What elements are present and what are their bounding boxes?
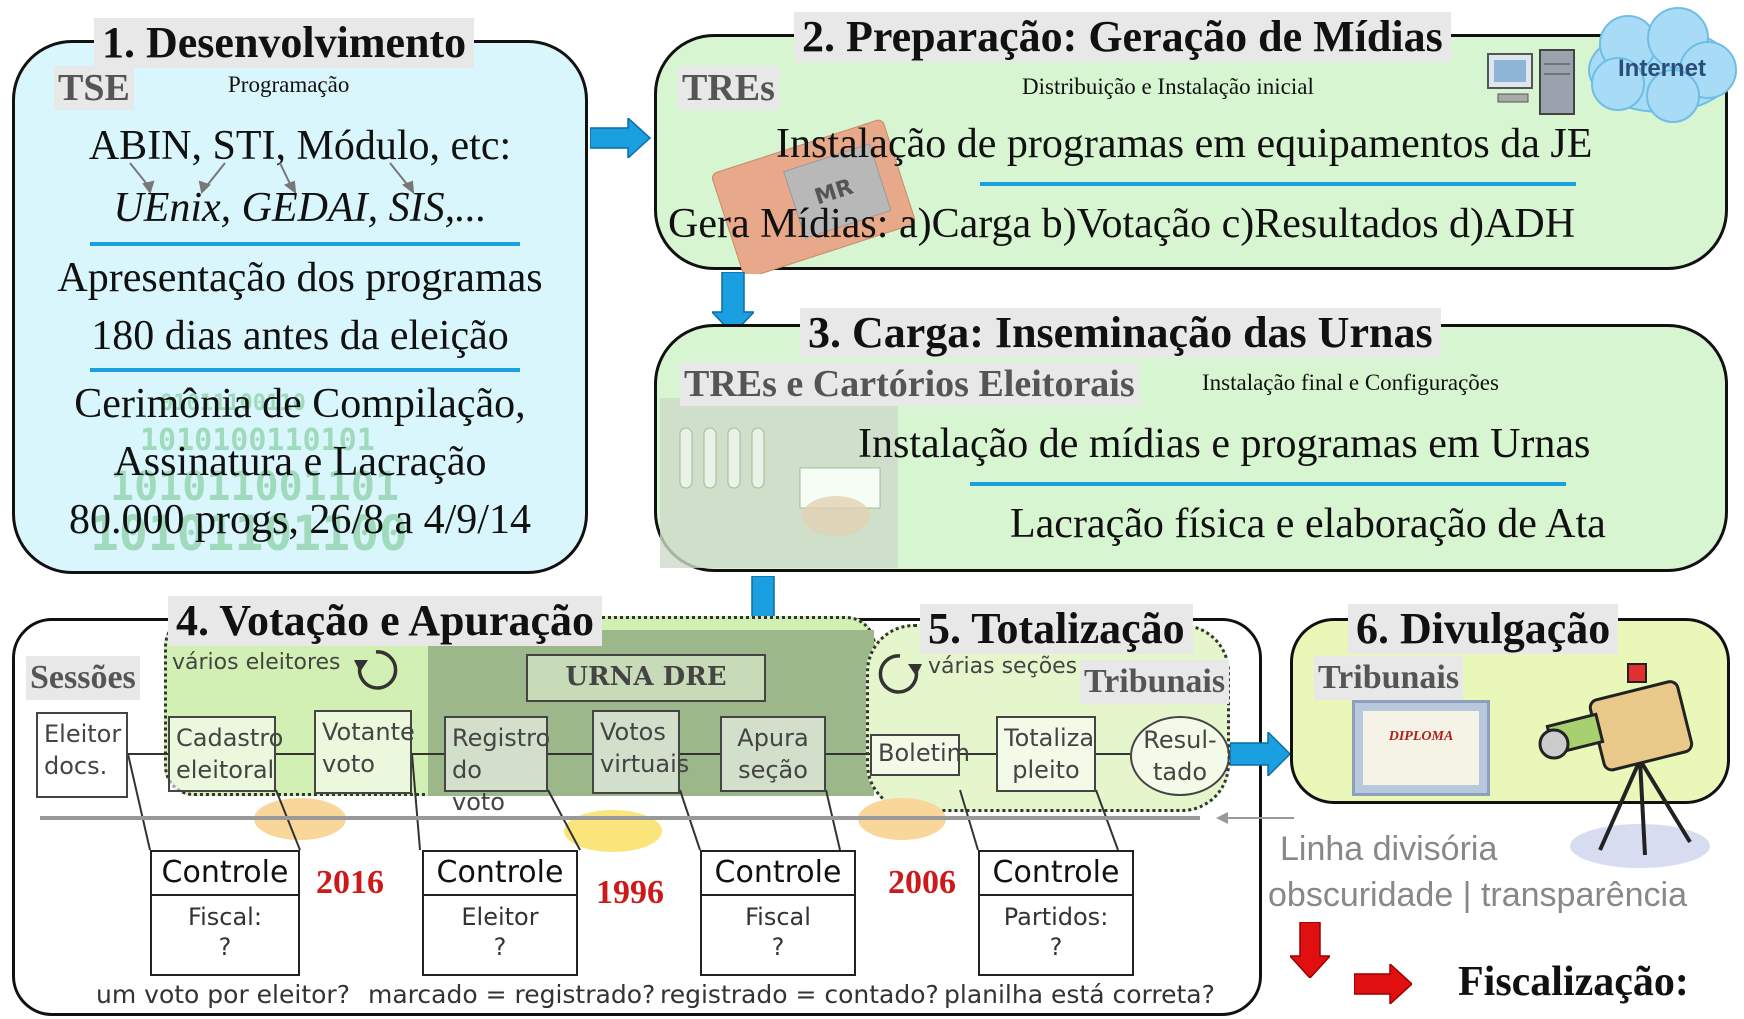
- step3-line2: Lacração física e elaboração de Ata: [1010, 501, 1606, 547]
- arrow-step1-to-step2: [590, 118, 652, 158]
- control-body: Partidos: ?: [1003, 903, 1109, 961]
- control-header: Controle: [424, 852, 576, 896]
- step2-subtitle: Distribuição e Instalação inicial: [1022, 74, 1314, 99]
- step5-many-sections: várias seções: [928, 654, 1078, 679]
- step3-underline: [970, 482, 1566, 486]
- diploma-image: DIPLOMA: [1352, 700, 1490, 796]
- node-vote-register: Registro do voto: [444, 716, 550, 816]
- internet-cloud-icon: Internet: [1578, 4, 1744, 135]
- step2-title: 2. Preparação: Geração de Mídias: [794, 12, 1451, 62]
- step1-arrows: [129, 162, 415, 195]
- camera-icon: [1530, 650, 1720, 875]
- control-box-4: Controle Partidos: ?: [978, 850, 1134, 976]
- sections-cycle-icon: [878, 654, 922, 694]
- step4-org: Sessões: [26, 656, 140, 700]
- control-body: Eleitor ?: [461, 903, 539, 961]
- ballot-box-photo: [660, 398, 898, 568]
- step2-line1: Instalação de programas em equipamentos …: [776, 121, 1593, 167]
- divider-pointer-arrow: [1216, 812, 1294, 824]
- question-4: planilha está correta?: [944, 980, 1215, 1009]
- step1-line2: UEnix, GEDAI, SIS,...: [113, 185, 487, 231]
- control-box-3: Controle Fiscal ?: [700, 850, 856, 976]
- urna-dre-label: URNA DRE: [526, 654, 766, 702]
- svg-text:01011100110: 01011100110: [160, 391, 306, 416]
- step1-title: 1. Desenvolvimento: [94, 18, 475, 68]
- step6-title: 6. Divulgação: [1348, 604, 1619, 654]
- step2-org: TREs: [678, 66, 779, 110]
- node-voter: Eleitor docs.: [36, 712, 128, 798]
- node-bulletin: Boletim: [870, 734, 970, 776]
- svg-text:1010100110101: 1010100110101: [140, 423, 375, 458]
- node-total: Totaliza pleito: [996, 716, 1096, 792]
- step1-underline-1: [90, 242, 520, 246]
- step1-line3: Apresentação dos programas: [57, 255, 543, 301]
- node-voter-registry: Cadastro eleitoral: [168, 716, 283, 792]
- step3-title: 3. Carga: Inseminação das Urnas: [800, 308, 1441, 358]
- step2-line2: Gera Mídias: a)Carga b)Votação c)Resulta…: [668, 201, 1576, 247]
- control-box-2: Controle Eleitor ?: [422, 850, 578, 976]
- arrow-step2-to-step3: [712, 272, 754, 336]
- control-header: Controle: [980, 852, 1132, 896]
- question-1: um voto por eleitor?: [96, 980, 350, 1009]
- control-body: Fiscal: ?: [188, 903, 262, 961]
- step5-org: Tribunais: [1080, 660, 1230, 704]
- oversight-label: Fiscalização:: [1458, 959, 1689, 1005]
- step3-org: TREs e Cartórios Eleitorais: [680, 362, 1139, 406]
- media-card-image: MR: [692, 114, 932, 279]
- internet-label: Internet: [1618, 55, 1706, 82]
- step3-line1: Instalação de mídias e programas em Urna…: [858, 421, 1591, 467]
- year-2016: 2016: [316, 864, 384, 901]
- step1-line1: ABIN, STI, Módulo, etc:: [88, 123, 512, 169]
- svg-text:10101101100: 10101101100: [90, 506, 408, 560]
- control-body: Fiscal ?: [745, 903, 811, 961]
- step1-box: [12, 40, 588, 574]
- svg-text:101011001101: 101011001101: [110, 464, 399, 510]
- step1-line4: 180 dias antes da eleição: [91, 313, 509, 359]
- step1-org: TSE: [54, 66, 134, 110]
- node-result: Resul- tado: [1130, 716, 1230, 796]
- diploma-label: DIPLOMA: [1388, 729, 1454, 744]
- divider-label-2: obscuridade | transparência: [1268, 876, 1687, 914]
- step2-underline: [980, 182, 1576, 186]
- node-virtual-votes: Votos virtuais: [592, 710, 689, 794]
- step3-subtitle: Instalação final e Configurações: [1202, 370, 1499, 395]
- red-down-arrow: [1290, 922, 1330, 978]
- control-box-1: Controle Fiscal: ?: [150, 850, 300, 976]
- node-section-count: Apura seção: [720, 716, 826, 792]
- question-2: marcado = registrado?: [368, 980, 656, 1009]
- step1-subtitle: Programação: [228, 72, 350, 97]
- step5-title: 5. Totalização: [920, 604, 1193, 654]
- step1-line6: Assinatura e Lacração: [113, 439, 487, 485]
- node-voting: Votante voto: [314, 710, 415, 794]
- step1-underline-2: [90, 368, 520, 372]
- step4-title: 4. Votação e Apuração: [168, 596, 602, 646]
- voters-cycle-icon: [354, 650, 398, 690]
- control-header: Controle: [702, 852, 854, 896]
- step1-line5: Cerimônia de Compilação,: [74, 381, 526, 427]
- year-1996: 1996: [596, 874, 664, 911]
- binary-decoration: 01011100110 1010100110101 101011001101 1…: [80, 370, 500, 562]
- red-right-arrow: [1354, 964, 1412, 1004]
- control-header: Controle: [152, 852, 298, 896]
- divider-label-1: Linha divisória: [1280, 830, 1498, 868]
- step1-line7: 80.000 progs, 26/8 a 4/9/14: [69, 497, 531, 543]
- year-2006: 2006: [888, 864, 956, 901]
- server-icon: [1484, 44, 1584, 125]
- step4-many-voters: vários eleitores: [172, 650, 341, 675]
- arrow-step5-to-step6: [1230, 732, 1292, 776]
- step6-org: Tribunais: [1314, 656, 1464, 700]
- question-3: registrado = contado?: [660, 980, 939, 1009]
